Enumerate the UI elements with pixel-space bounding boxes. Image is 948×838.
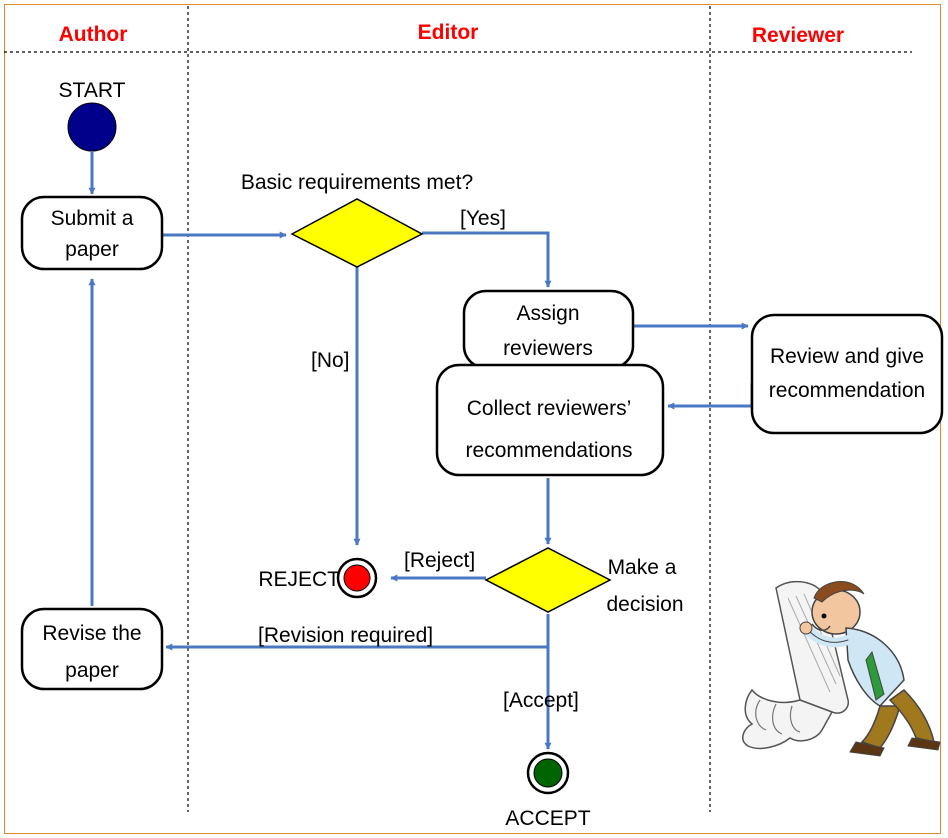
review-line-2: recommendation bbox=[769, 379, 925, 402]
revise-line-1: Revise the bbox=[42, 622, 141, 645]
guard-accept: [Accept] bbox=[503, 689, 579, 712]
reject-end-node-core bbox=[343, 564, 371, 592]
accept-end-node-core bbox=[533, 758, 563, 788]
decision-make-decision bbox=[484, 547, 612, 613]
guard-yes: [Yes] bbox=[460, 207, 506, 230]
reject-label: REJECT bbox=[258, 568, 340, 591]
revise-line-2: paper bbox=[65, 659, 119, 682]
start-label: START bbox=[59, 79, 126, 102]
assign-line-2: reviewers bbox=[503, 337, 593, 360]
check-question: Basic requirements met? bbox=[241, 171, 473, 194]
decision-basic-requirements bbox=[290, 198, 424, 268]
activity-review: Review and give recommendation bbox=[750, 313, 944, 435]
start-node bbox=[67, 102, 117, 152]
collect-line-1: Collect reviewers’ bbox=[467, 397, 632, 420]
activity-collect-recommendations: Collect reviewers’ recommendations bbox=[435, 363, 665, 477]
lane-title-reviewer: Reviewer bbox=[752, 24, 844, 47]
collect-line-2: recommendations bbox=[466, 439, 633, 462]
accept-label: ACCEPT bbox=[505, 807, 590, 830]
guard-reject: [Reject] bbox=[404, 549, 475, 572]
decide-line-1: Make a bbox=[608, 556, 677, 579]
lane-title-author: Author bbox=[59, 23, 128, 46]
flow-yes-to-assign bbox=[422, 231, 552, 288]
guard-no: [No] bbox=[311, 349, 350, 372]
lane-title-editor: Editor bbox=[418, 21, 479, 44]
activity-submit-paper: Submit a paper bbox=[20, 195, 164, 271]
submit-line-1: Submit a bbox=[51, 207, 134, 230]
assign-line-1: Assign bbox=[516, 302, 579, 325]
activity-revise-paper: Revise the paper bbox=[20, 607, 164, 691]
decide-line-2: decision bbox=[606, 593, 683, 616]
submit-line-2: paper bbox=[65, 238, 119, 261]
guard-revision: [Revision required] bbox=[258, 624, 433, 647]
man-reading-scroll-illustration bbox=[742, 580, 941, 757]
activity-assign-reviewers: Assign reviewers bbox=[462, 289, 635, 370]
review-line-1: Review and give bbox=[770, 345, 924, 368]
